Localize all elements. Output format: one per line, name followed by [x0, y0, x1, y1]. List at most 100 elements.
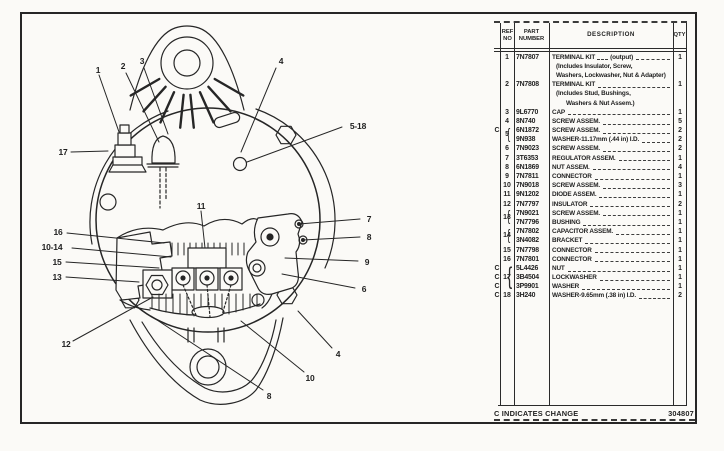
description-cell: BRACKET	[549, 237, 673, 246]
part-number-cell: 7N7808	[516, 81, 539, 89]
ref-no-cell: 6	[505, 145, 509, 153]
description-cell: CONNECTOR	[549, 247, 673, 256]
callout-label-16: 16	[53, 227, 63, 237]
description-cell: REGULATOR ASSEM.	[549, 155, 673, 164]
header-description: DESCRIPTION	[587, 31, 635, 38]
ref-no-cell: 3	[505, 108, 509, 116]
part-number-cell: 8N740	[516, 117, 536, 125]
callout-label-10-14: 10-14	[41, 242, 63, 252]
qty-cell: 2	[678, 127, 682, 135]
qty-cell: 1	[678, 228, 682, 236]
top-mounting-ear	[130, 26, 244, 110]
callout-label-1: 1	[95, 65, 101, 75]
part-number-cell: 3T6353	[516, 154, 539, 162]
qty-cell: 1	[678, 274, 682, 282]
callout-label-4: 4	[335, 349, 341, 359]
description-cell: SCREW ASSEM.	[549, 145, 673, 154]
part-number-cell: 7N7798	[516, 246, 539, 254]
qty-cell: 1	[678, 209, 682, 217]
qty-cell: 1	[678, 283, 682, 291]
callout-label-6: 6	[361, 284, 367, 294]
qty-cell: 1	[678, 154, 682, 162]
group-brace: {	[507, 125, 511, 143]
qty-cell: 1	[678, 246, 682, 254]
qty-cell: 3	[678, 182, 682, 190]
ref-no-cell: 5	[505, 131, 509, 139]
ref-no-cell: 13	[503, 213, 511, 221]
table-row: (Includes Insulator, Screw,	[494, 62, 687, 71]
part-number-cell: 3H240	[516, 292, 536, 300]
ref-no-cell: 4	[505, 117, 509, 125]
description-cell: TERMINAL KIT(output)	[549, 54, 673, 63]
table-row: (Includes Stud, Bushings,	[494, 90, 687, 99]
callout-label-8: 8	[266, 391, 272, 401]
qty-cell: 2	[678, 136, 682, 144]
table-row: Washers, Lockwasher, Nut & Adapter)	[494, 71, 687, 80]
part-number-cell: 7N7801	[516, 255, 539, 263]
description-cell: CAPACITOR ASSEM.	[549, 228, 673, 237]
header-divider	[494, 48, 687, 53]
part-number-cell: 7N9023	[516, 145, 539, 153]
change-marker: C	[494, 274, 500, 282]
callout-label-7: 7	[366, 214, 372, 224]
description-cell: LOCKWASHER	[549, 274, 673, 283]
callout-label-15: 15	[52, 257, 62, 267]
description-cell: NUT ASSEM.	[549, 164, 673, 173]
description-cell: DIODE ASSEM.	[549, 191, 673, 200]
callout-label-13: 13	[52, 272, 62, 282]
part-number-cell: 7N7802	[516, 228, 539, 236]
table-row: 10 7N9018 SCREW ASSEM. 3	[494, 182, 687, 191]
callout-label-2: 2	[120, 61, 126, 71]
qty-cell: 1	[678, 173, 682, 181]
qty-cell: 1	[678, 255, 682, 263]
qty-cell: 1	[678, 237, 682, 245]
description-cell: (Includes Stud, Bushings,	[556, 90, 631, 98]
description-cell: CONNECTOR	[549, 256, 673, 265]
output-terminal	[109, 125, 146, 172]
change-note: C INDICATES CHANGE	[494, 409, 579, 418]
part-number-cell: 3P9901	[516, 283, 539, 291]
description-cell: SCREW ASSEM.	[549, 182, 673, 191]
ref-no-cell: 2	[505, 81, 509, 89]
description-cell: Washers & Nut Assem.)	[566, 99, 635, 107]
description-cell: SCREW ASSEM.	[549, 118, 673, 127]
description-cell: BUSHING	[549, 219, 673, 228]
part-number-cell: 7N9018	[516, 182, 539, 190]
ref-no-cell: 14	[503, 232, 511, 240]
callout-label-10: 10	[305, 373, 315, 383]
table-row: Washers & Nut Assem.)	[494, 99, 687, 108]
description-cell: CAP	[549, 109, 673, 118]
part-number-cell: 7N7811	[516, 173, 539, 181]
callout-label-9: 9	[364, 257, 370, 267]
part-number-cell: 9N1202	[516, 191, 539, 199]
ref-no-cell: 11	[503, 191, 511, 199]
callout-label-12: 12	[61, 339, 71, 349]
column-divider-ref	[514, 23, 516, 406]
table-frame-bottom	[498, 404, 687, 406]
description-cell: TERMINAL KIT	[549, 81, 673, 90]
part-number-cell: 7N7807	[516, 53, 539, 61]
right-bracket	[246, 214, 307, 308]
description-cell: SCREW ASSEM.	[549, 210, 673, 219]
change-marker: C	[494, 292, 500, 300]
figure-number: 304807	[668, 409, 694, 418]
part-number-cell: 9N938	[516, 136, 536, 144]
ref-no-cell: 10	[503, 182, 511, 190]
ref-no-cell: 15	[503, 246, 511, 254]
ref-no-cell: 1	[505, 53, 509, 61]
part-number-cell: 7N7796	[516, 218, 539, 226]
